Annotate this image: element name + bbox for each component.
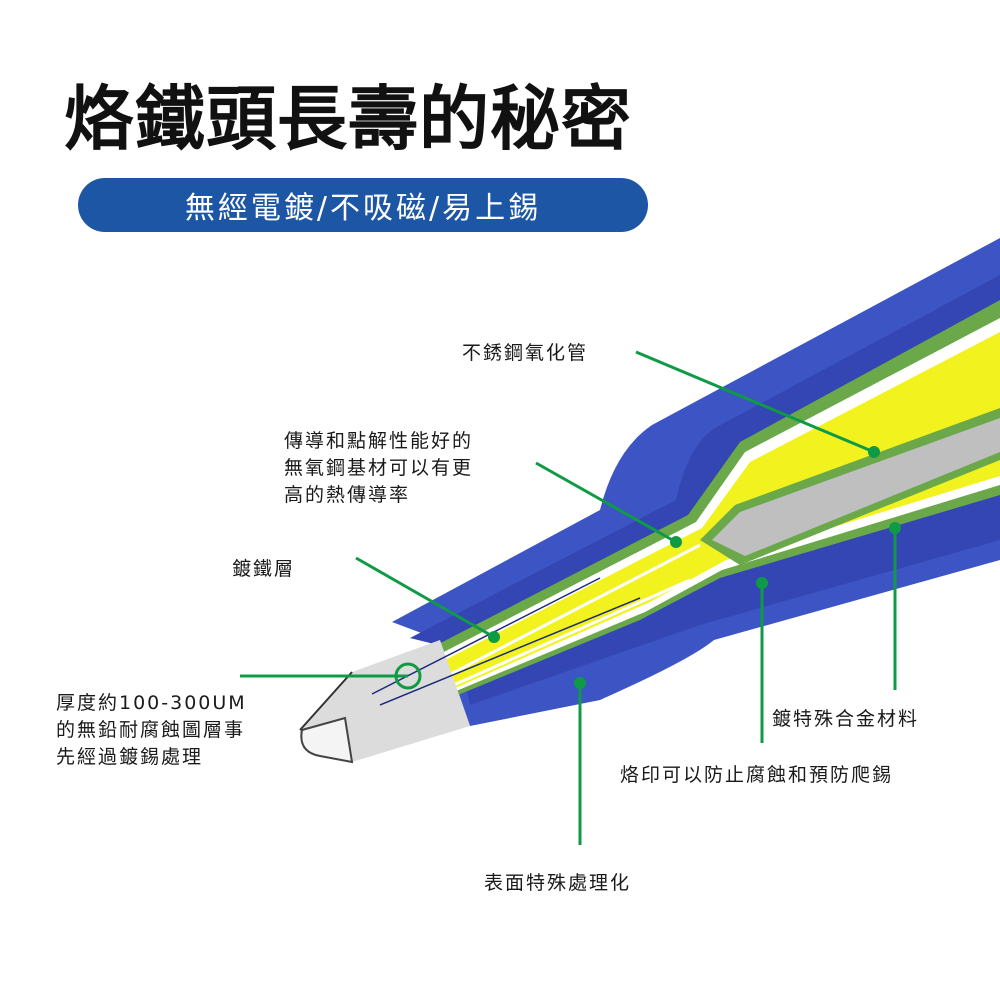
marker-stainless-tube (868, 446, 880, 458)
page-title: 烙鐵頭長壽的秘密 (64, 78, 632, 160)
marker-tin-layer-ring (394, 662, 422, 690)
leader-stainless-tube (635, 350, 875, 454)
marker-iron-plating (488, 631, 500, 643)
label-imprint: 烙印可以防止腐蝕和預防爬錫 (620, 764, 894, 786)
label-copper-core: 傳導和點解性能好的 無氧鋼基材可以有更 高的熱傳導率 (284, 430, 474, 506)
tip-outline (299, 671, 353, 731)
label-tin-layer: 厚度約100-300UM 的無鉛耐腐蝕圖層事 先經過鍍錫處理 (56, 692, 247, 768)
marker-copper-core (670, 536, 682, 548)
marker-surface (574, 677, 586, 689)
label-special-alloy: 鍍特殊合金材料 (772, 708, 920, 730)
marker-imprint (756, 577, 768, 589)
tip-face (300, 716, 354, 764)
leader-iron-plating (355, 556, 495, 639)
leader-copper-core (535, 461, 677, 544)
label-stainless-tube: 不銹鋼氧化管 (462, 342, 589, 364)
shell-outline (371, 577, 641, 706)
label-iron-plating: 鍍鐵層 (232, 558, 296, 580)
copper-line (419, 578, 691, 702)
subtitle-badge: 無經電鍍/不吸磁/易上錫 (78, 178, 648, 232)
label-surface-treatment: 表面特殊處理化 (484, 872, 632, 894)
yellow-copper (398, 332, 1000, 708)
gray-core (712, 418, 1000, 556)
copper-line (419, 543, 701, 692)
marker-special-alloy (889, 522, 901, 534)
